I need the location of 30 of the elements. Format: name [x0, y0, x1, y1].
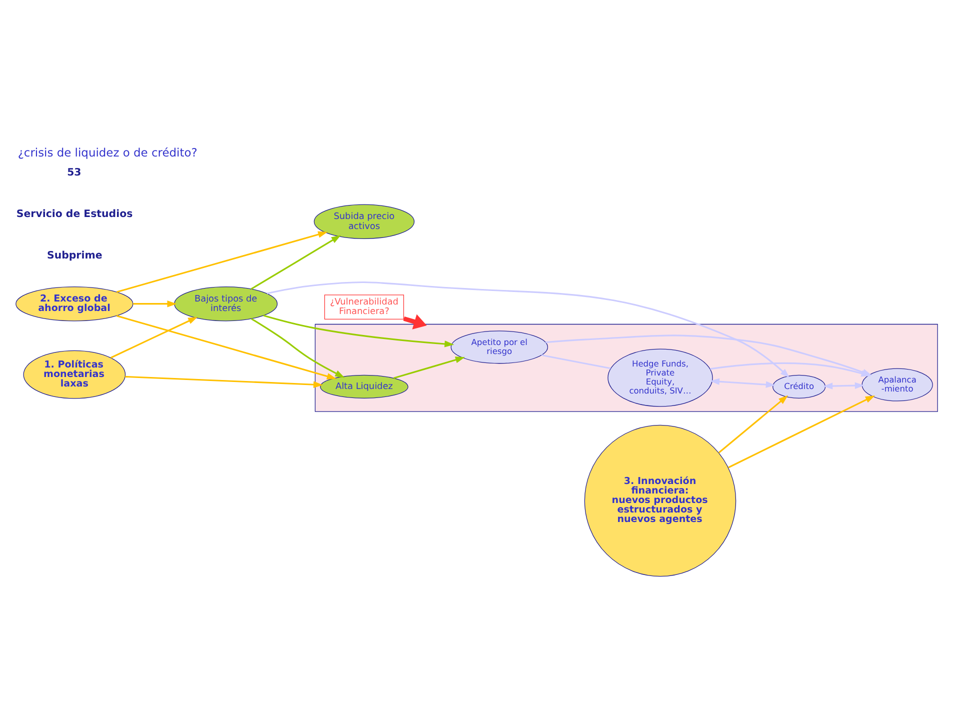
arrow: [110, 316, 198, 358]
node-box: ¿Vulnerabilidad Financiera?: [324, 294, 404, 319]
arrow: [728, 394, 875, 468]
node-circle: 3. Innovación financiera: nuevos productos estructurados y nuevos agentes: [584, 424, 736, 576]
node-ellipse: 1. Políticas monetarias laxas: [23, 350, 126, 398]
arrow: [251, 318, 345, 378]
label: 53: [67, 167, 82, 178]
arrow: [823, 382, 864, 389]
label: Servicio de Estudios: [16, 208, 133, 220]
arrow: [116, 230, 328, 292]
cluster: [314, 323, 938, 412]
node-ellipse: 2. Exceso de ahorro global: [16, 286, 134, 321]
arrow: [710, 378, 776, 388]
arrow: [250, 234, 341, 290]
arrow: [710, 362, 871, 376]
node-ellipse: Alta Liquidez: [320, 374, 408, 398]
arrow: [263, 314, 454, 347]
node-ellipse: Bajos tipos de interés: [174, 286, 278, 321]
arrow: [718, 394, 788, 453]
diagram-title: ¿crisis de liquidez o de crédito?: [18, 144, 198, 159]
arrow: [133, 300, 177, 307]
arrow: [116, 314, 337, 380]
arrow: [393, 356, 466, 378]
node-ellipse: Hedge Funds, Private Equity, conduits, SIV…: [608, 348, 713, 406]
node-ellipse: Crédito: [772, 374, 826, 398]
arrow: [125, 375, 324, 388]
arrow: [266, 280, 790, 378]
label: Subprime: [47, 250, 102, 261]
connector: [541, 354, 611, 369]
arrow: [403, 314, 427, 329]
